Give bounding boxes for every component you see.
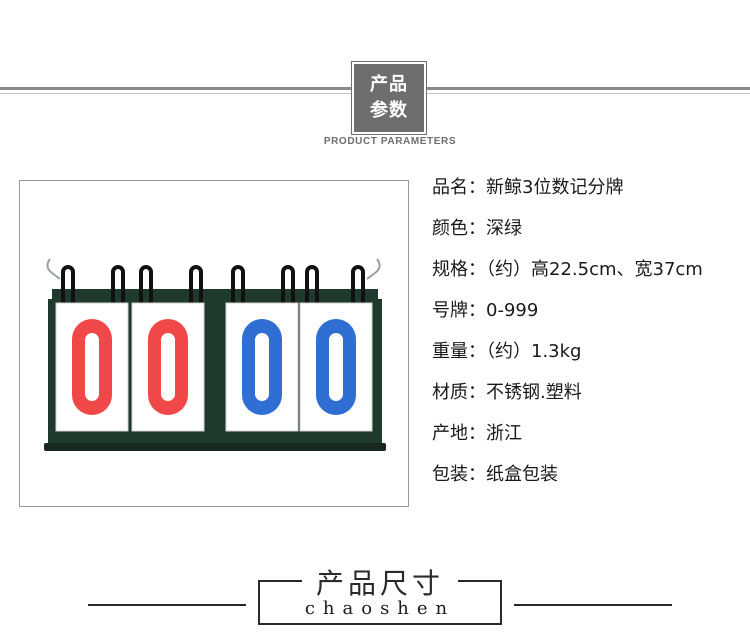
spec-color: 颜色：深绿 <box>432 218 522 239</box>
footer-bracket-left <box>258 580 260 624</box>
header-rule-left <box>0 87 352 90</box>
spec-material: 材质：不锈钢.塑料 <box>432 382 582 403</box>
frame-base <box>44 443 386 451</box>
right-hook <box>366 258 381 280</box>
number-cards <box>55 302 373 432</box>
section-badge: 产品 参数 <box>351 61 427 135</box>
footer-rule-right <box>514 604 672 606</box>
number-card <box>131 302 205 432</box>
badge-line-2: 参数 <box>370 100 408 121</box>
card-digit-hole <box>161 333 175 401</box>
footer-bracket-bottom <box>258 623 502 625</box>
spec-weight: 重量：（约）1.3kg <box>432 341 582 362</box>
spec-packaging: 包装：纸盒包装 <box>432 464 558 485</box>
spec-number-range: 号牌：0-999 <box>432 300 539 321</box>
spec-size: 规格：（约）高22.5cm、宽37cm <box>432 259 703 280</box>
header-rule-right <box>426 87 750 90</box>
number-card <box>225 302 299 432</box>
footer-bracket-top-right <box>458 580 502 582</box>
frame-top-rail <box>52 289 378 299</box>
spec-origin: 产地：浙江 <box>432 423 522 444</box>
number-card <box>299 302 373 432</box>
card-digit-hole <box>255 333 269 401</box>
header-rule-left-thin <box>0 93 352 94</box>
header-rule-right-thin <box>426 93 750 94</box>
section-subtitle: PRODUCT PARAMETERS <box>323 136 457 147</box>
scoreboard-illustration <box>44 258 386 451</box>
card-digit-hole <box>85 333 99 401</box>
left-hook <box>46 258 61 280</box>
card-digit-hole <box>329 333 343 401</box>
product-photo <box>19 180 409 507</box>
spec-name: 品名：新鲸3位数记分牌 <box>432 177 624 198</box>
footer-subtitle: chaoshen <box>304 598 456 619</box>
badge-line-1: 产品 <box>370 74 408 95</box>
footer-bracket-top-left <box>258 580 302 582</box>
footer-title: 产品尺寸 <box>315 567 444 600</box>
spec-list: 品名：新鲸3位数记分牌 颜色：深绿 规格：（约）高22.5cm、宽37cm 号牌… <box>432 176 703 504</box>
number-card <box>55 302 129 432</box>
footer-rule-left <box>88 604 246 606</box>
footer-bracket-right <box>500 580 502 624</box>
